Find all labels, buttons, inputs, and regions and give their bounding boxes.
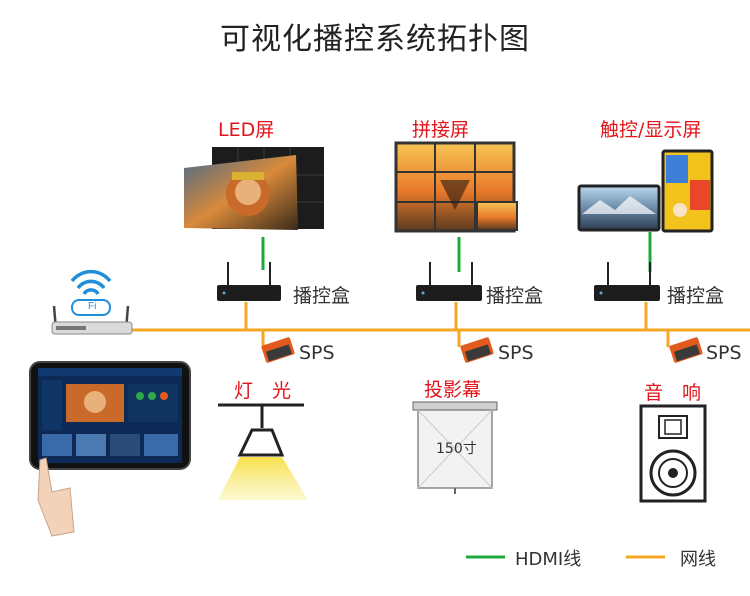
label-touch-screen: 触控/显示屏 (600, 119, 702, 141)
label-sps-projector: SPS (498, 342, 534, 364)
label-box-splice: 播控盒 (486, 285, 544, 307)
label-projector: 投影幕 (424, 379, 482, 401)
label-light: 灯 光 (234, 380, 292, 402)
splice-screen-icon (394, 141, 518, 233)
hand-icon (37, 457, 75, 537)
network-lines (120, 302, 750, 347)
label-sps-audio: SPS (706, 342, 742, 364)
light-fixture-icon (218, 403, 308, 500)
page-title: 可视化播控系统拓扑图 (220, 22, 530, 57)
sps-module-light (261, 337, 295, 363)
control-tablet-icon (29, 361, 191, 470)
label-box-touch: 播控盒 (667, 285, 725, 307)
sps-module-projector (460, 337, 494, 363)
player-box-splice (416, 262, 482, 301)
label-audio: 音 响 (644, 382, 702, 404)
label-led-screen: LED屏 (218, 119, 275, 141)
label-splice-screen: 拼接屏 (412, 119, 470, 141)
projector-size: 150寸 (436, 441, 477, 457)
projector-screen-icon (412, 401, 498, 494)
player-box-led (217, 262, 281, 301)
touch-screen-icon (577, 149, 714, 233)
speaker-icon (639, 404, 707, 503)
legend-network-label: 网线 (680, 549, 716, 570)
hdmi-lines (261, 232, 652, 272)
label-sps-light: SPS (299, 342, 335, 364)
sps-module-audio (669, 337, 703, 363)
led-screen-icon (184, 147, 324, 230)
label-box-led: 播控盒 (293, 285, 351, 307)
router-wifi-badge: Fi (88, 301, 97, 312)
legend-hdmi-label: HDMI线 (515, 549, 582, 570)
player-box-touch (594, 262, 660, 301)
wifi-router-icon (51, 269, 133, 335)
